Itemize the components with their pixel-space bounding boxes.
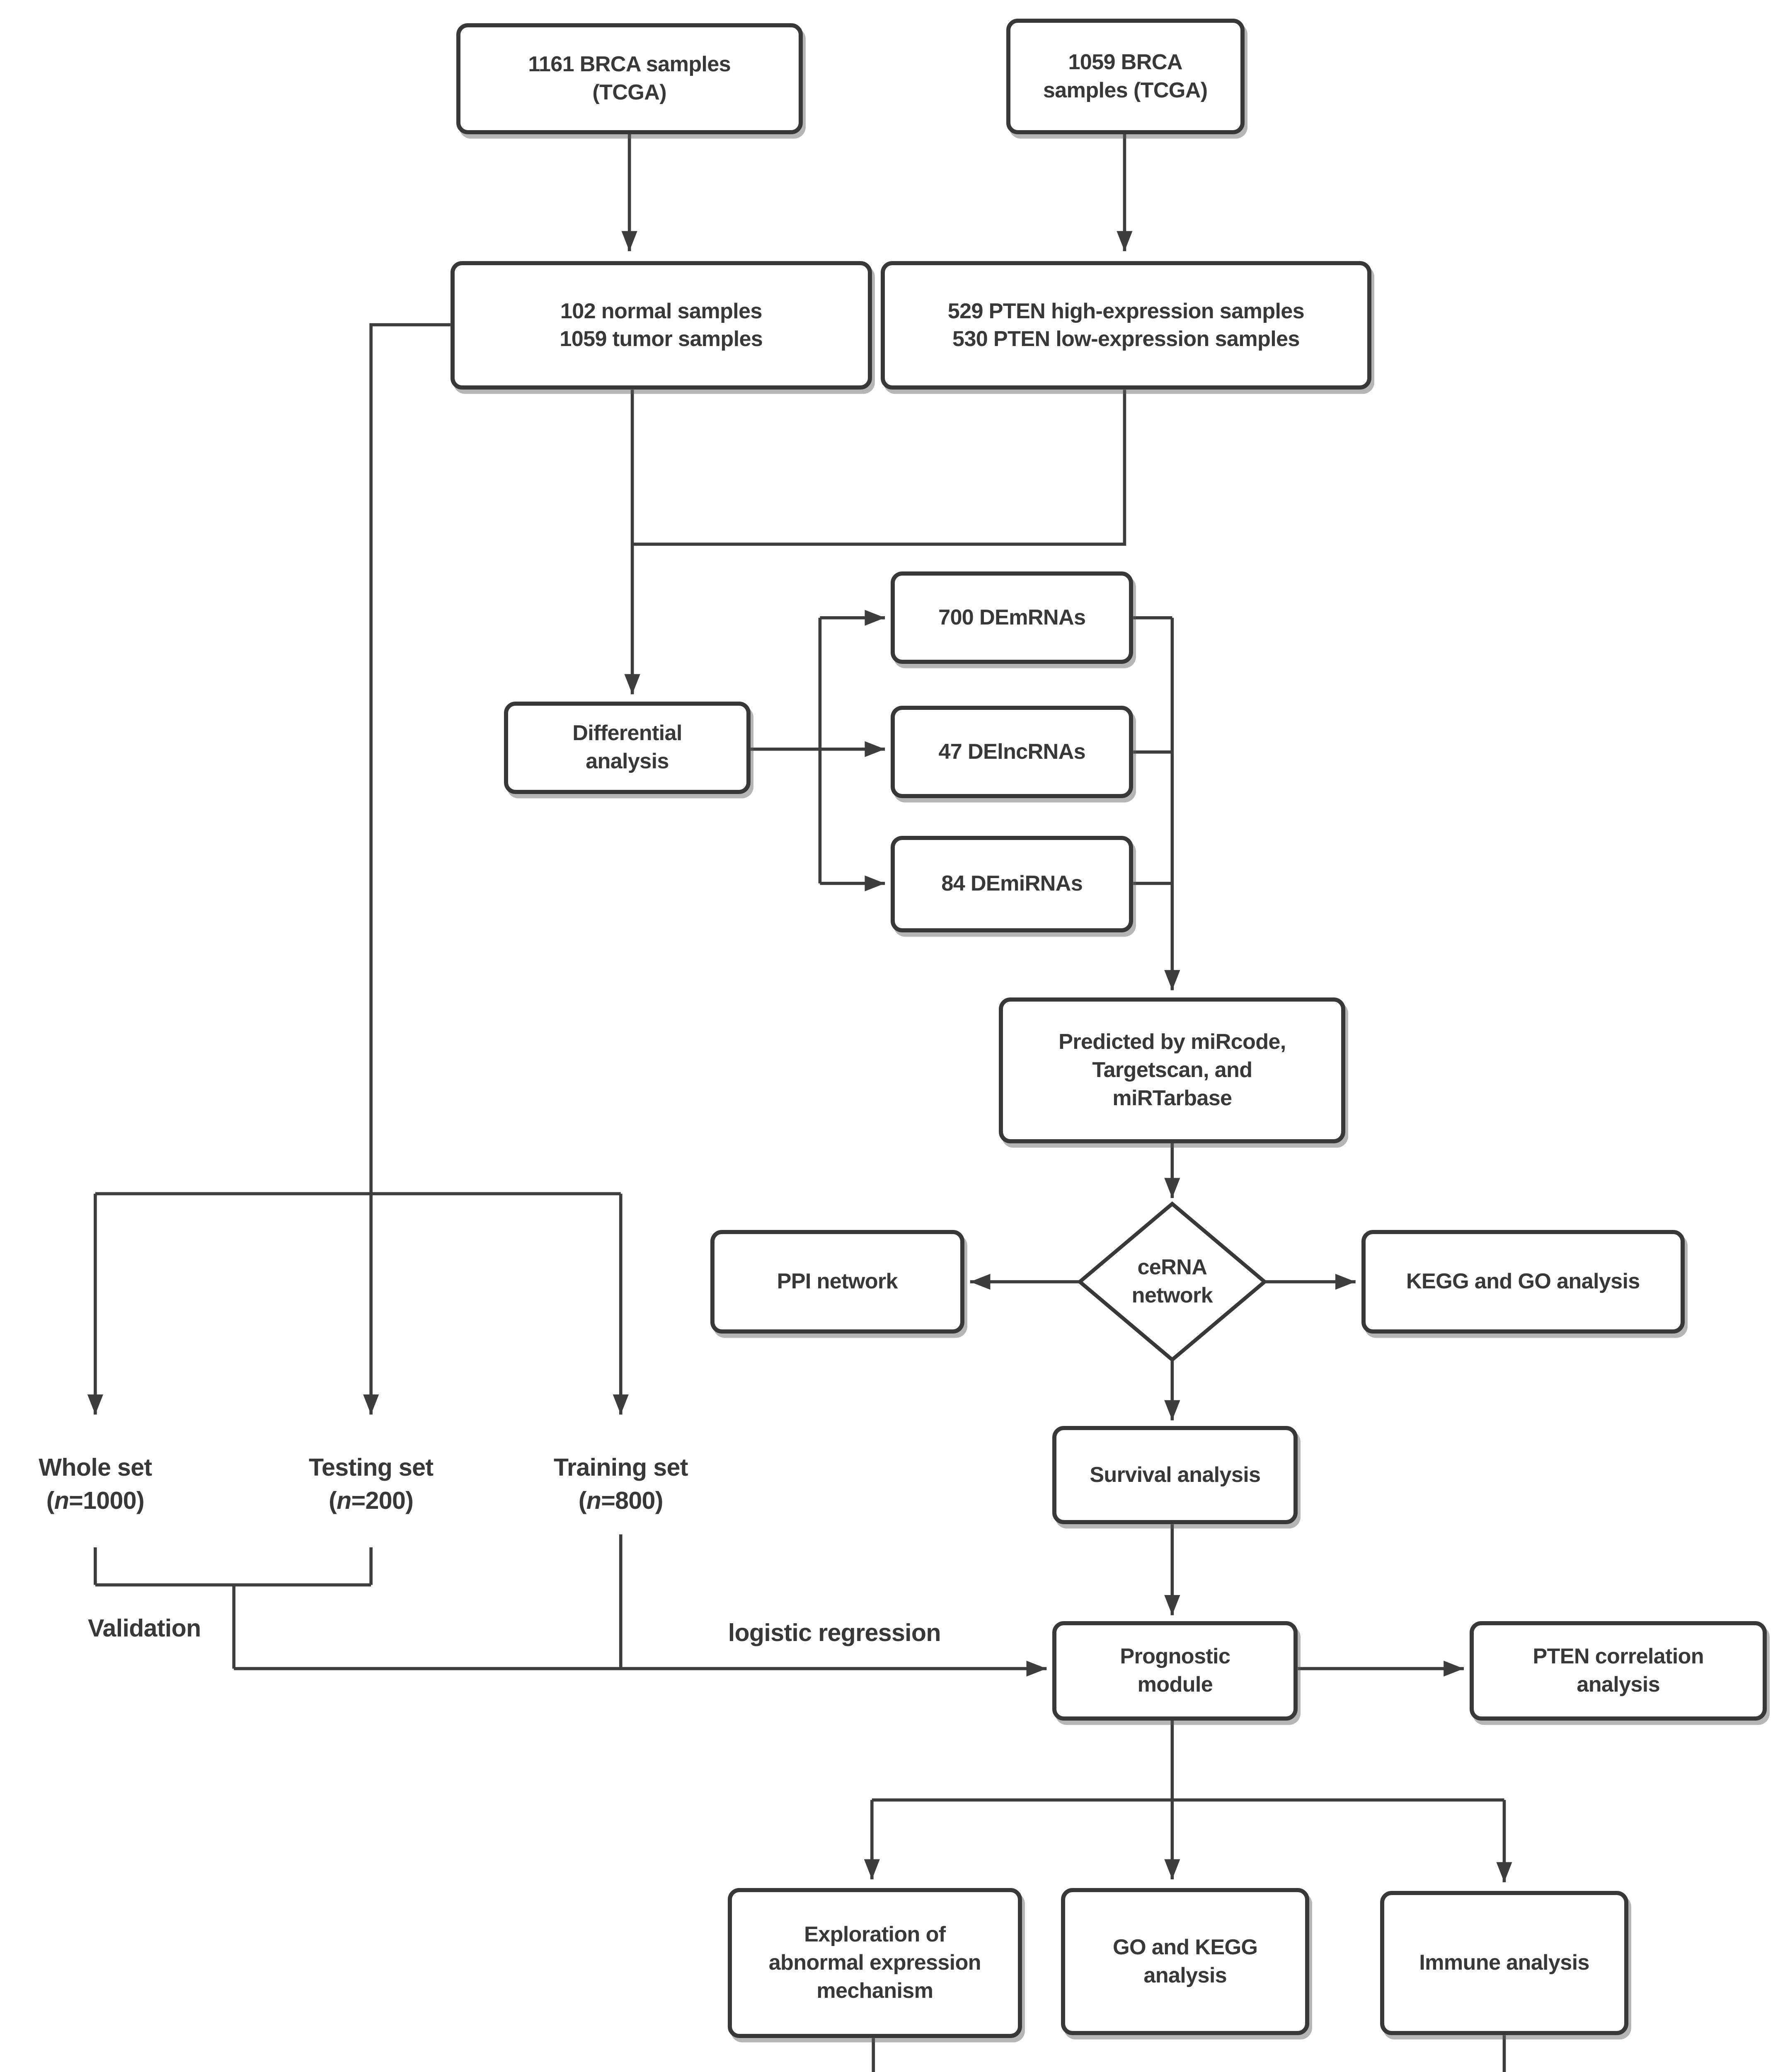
node-ppi-label: PPI network bbox=[777, 1269, 898, 1294]
label-whole-set: Whole set(n=1000) bbox=[39, 1453, 152, 1514]
wire-left-branch bbox=[369, 323, 451, 1194]
label-testing-set: Testing set(n=200) bbox=[308, 1453, 434, 1514]
node-delncrnas: 47 DElncRNAs bbox=[891, 706, 1134, 799]
node-demrnas-label: 700 DEmRNAs bbox=[938, 605, 1086, 629]
node-demrnas: 700 DEmRNAs bbox=[891, 571, 1134, 664]
node-kegg-go-label: KEGG and GO analysis bbox=[1406, 1269, 1640, 1294]
label-validation: Validation bbox=[87, 1614, 201, 1642]
node-immune-label: Immune analysis bbox=[1419, 1951, 1589, 1975]
node-kegg-go: KEGG and GO analysis bbox=[1361, 1230, 1685, 1334]
node-immune: Immune analysis bbox=[1380, 1890, 1629, 2036]
label-logistic-regression: logistic regression bbox=[728, 1618, 941, 1646]
node-brca-1161-label: 1161 BRCA samples(TCGA) bbox=[528, 52, 731, 104]
label-training-set: Training set(n=800) bbox=[553, 1453, 688, 1514]
node-demirnas-label: 84 DEmiRNAs bbox=[941, 871, 1083, 896]
node-survival: Survival analysis bbox=[1052, 1426, 1298, 1525]
node-delncrnas-label: 47 DElncRNAs bbox=[938, 739, 1085, 764]
node-survival-label: Survival analysis bbox=[1090, 1462, 1261, 1487]
node-ppi: PPI network bbox=[710, 1230, 964, 1334]
node-demirnas: 84 DEmiRNAs bbox=[891, 835, 1134, 933]
wire-pten-join bbox=[632, 390, 1126, 546]
node-brca-1161: 1161 BRCA samples(TCGA) bbox=[456, 23, 803, 134]
